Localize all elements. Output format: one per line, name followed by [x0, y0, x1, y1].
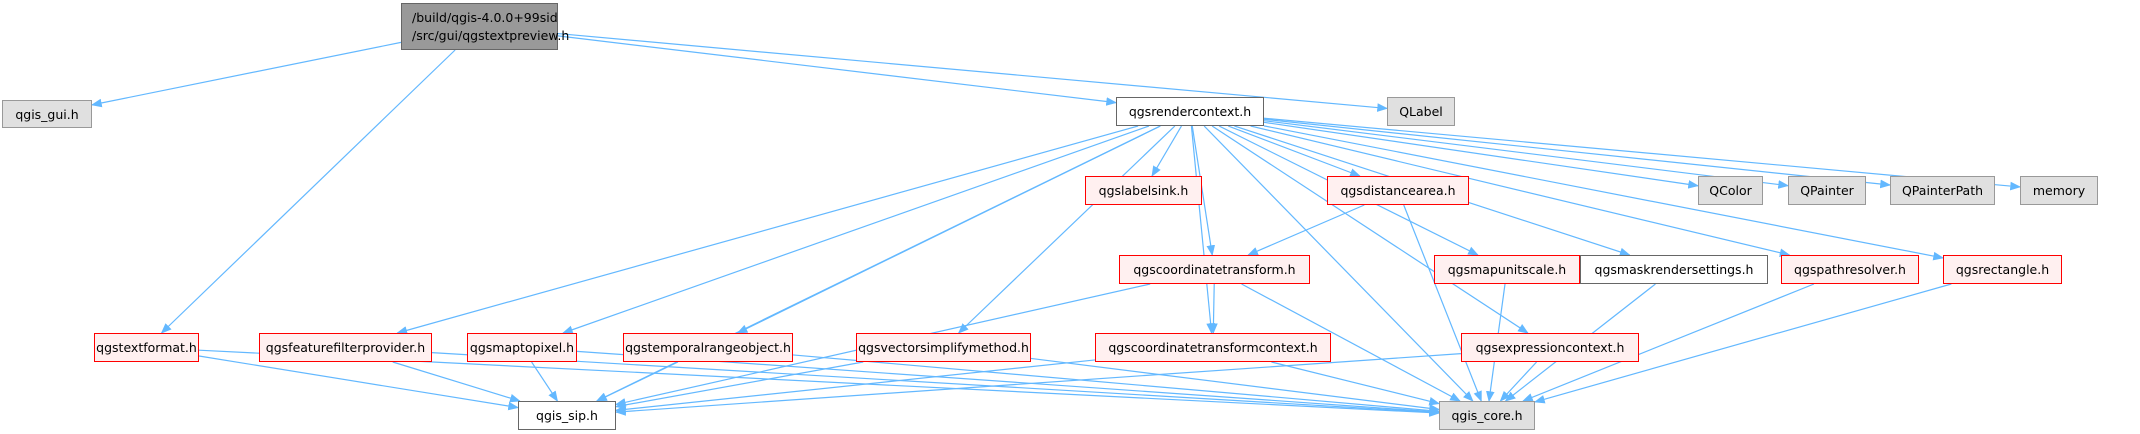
edge-rendercontext-to-distancearea — [1227, 125, 1361, 177]
edge-distancearea-to-qgis_core — [1403, 204, 1482, 403]
node-label-line: /build/qgis-4.0.0+99sid — [412, 9, 558, 25]
node-qgis_core[interactable]: qgis_core.h — [1439, 401, 1535, 430]
edge-textformat-to-qgis_sip — [198, 355, 520, 411]
edge-rectangle-to-qgis_core — [1533, 283, 1952, 404]
node-vectorsimplify[interactable]: qgsvectorsimplifymethod.h — [856, 333, 1031, 362]
node-coordctx[interactable]: qgscoordinatetransformcontext.h — [1095, 333, 1331, 362]
node-maskrender[interactable]: qgsmaskrendersettings.h — [1580, 255, 1768, 284]
edge-rendercontext-to-pathresolver — [1250, 125, 1791, 257]
edge-rendercontext-to-exprctx — [1211, 125, 1529, 334]
node-qgis_gui[interactable]: qgis_gui.h — [2, 100, 92, 128]
node-maptopixel[interactable]: qgsmaptopixel.h — [467, 333, 577, 362]
edge-rendercontext-to-labelsink — [1151, 125, 1182, 177]
node-label-line: /src/gui/qgstextpreview.h — [412, 27, 570, 43]
edge-coordctx-to-qgis_core — [1271, 361, 1441, 406]
node-QPainterPath[interactable]: QPainterPath — [1890, 176, 1995, 205]
edge-root-to-QLabel — [557, 32, 1389, 112]
edge-rendercontext-to-rectangle — [1263, 125, 1945, 261]
edge-maptopixel-to-qgis_sip — [531, 361, 559, 402]
node-exprctx[interactable]: qgsexpressioncontext.h — [1461, 333, 1639, 362]
edge-rendercontext-to-featurefilter — [396, 125, 1139, 335]
node-QLabel[interactable]: QLabel — [1387, 97, 1455, 126]
node-rectangle[interactable]: qgsrectangle.h — [1943, 255, 2062, 284]
node-textformat[interactable]: qgstextformat.h — [94, 333, 199, 362]
node-mapunitscale[interactable]: qgsmapunitscale.h — [1434, 255, 1580, 284]
edge-rendercontext-to-maptopixel — [562, 125, 1150, 334]
edge-root-to-textformat — [160, 49, 456, 334]
edge-coordtransform-to-qgis_core — [1241, 283, 1461, 402]
node-temporal[interactable]: qgstemporalrangeobject.h — [623, 333, 793, 362]
edge-vectorsimplify-to-qgis_core — [1030, 357, 1441, 413]
edge-root-to-qgis_gui — [90, 41, 402, 108]
edge-rendercontext-to-memory — [1263, 117, 2022, 191]
node-QColor[interactable]: QColor — [1698, 176, 1763, 205]
edge-vectorsimplify-to-qgis_sip — [614, 361, 864, 410]
edge-coordtransform-to-coordctx — [1209, 283, 1218, 335]
edge-distancearea-to-coordtransform — [1247, 204, 1365, 256]
node-distancearea[interactable]: qgsdistancearea.h — [1327, 176, 1469, 205]
node-memory[interactable]: memory — [2020, 176, 2098, 205]
edge-root-to-rendercontext — [557, 35, 1118, 106]
node-pathresolver[interactable]: qgspathresolver.h — [1781, 255, 1919, 284]
edge-rendercontext-to-QPainterPath — [1263, 118, 1892, 189]
node-coordtransform[interactable]: qgscoordinatetransform.h — [1119, 255, 1310, 284]
edge-temporal-to-qgis_core — [792, 354, 1441, 415]
edge-rendercontext-to-coordtransform — [1191, 125, 1216, 257]
node-qgis_sip[interactable]: qgis_sip.h — [518, 401, 616, 430]
edge-temporal-to-qgis_sip — [596, 361, 679, 402]
edge-exprctx-to-qgis_sip — [614, 353, 1462, 416]
edge-coordctx-to-qgis_sip — [614, 359, 1096, 414]
edge-rendercontext-to-coordctx — [1190, 125, 1215, 335]
edge-rendercontext-to-QColor — [1263, 121, 1700, 189]
node-QPainter[interactable]: QPainter — [1788, 176, 1866, 205]
edge-featurefilter-to-qgis_sip — [392, 361, 521, 403]
edge-rendercontext-to-QPainter — [1263, 120, 1790, 189]
node-featurefilter[interactable]: qgsfeaturefilterprovider.h — [259, 333, 432, 362]
edge-featurefilter-to-qgis_core — [431, 352, 1441, 417]
edge-rendercontext-to-qgis_core — [1203, 125, 1474, 402]
node-labelsink[interactable]: qgslabelsink.h — [1085, 176, 1202, 205]
edge-pathresolver-to-qgis_core — [1522, 283, 1815, 402]
node-root[interactable]: /build/qgis-4.0.0+99sid/src/gui/qgstextp… — [401, 3, 569, 50]
node-rendercontext[interactable]: qgsrendercontext.h — [1116, 97, 1264, 126]
edge-exprctx-to-qgis_core — [1499, 361, 1538, 402]
edge-rendercontext-to-vectorsimplify — [957, 125, 1176, 334]
